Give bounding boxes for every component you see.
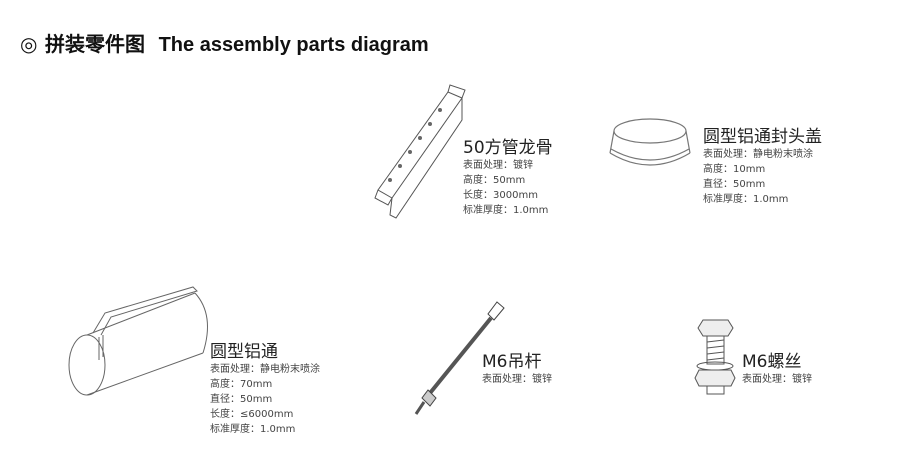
part-spec: 表面处理：镀锌 xyxy=(463,160,533,171)
part-name: M6螺丝 xyxy=(742,352,802,372)
part-square-tube-keel: 50方管龙骨 表面处理：镀锌 高度：50mm 长度：3000mm 标准厚度：1.… xyxy=(463,138,553,218)
part-spec: 表面处理：镀锌 xyxy=(742,374,812,385)
part-m6-bolt: M6螺丝 表面处理：镀锌 xyxy=(742,352,812,387)
part-spec: 长度：≤6000mm xyxy=(210,409,294,420)
part-name: 圆型铝通 xyxy=(210,342,278,362)
title-en: The assembly parts diagram xyxy=(158,34,429,56)
part-name: M6吊杆 xyxy=(482,352,542,372)
part-round-tube-end-cap: 圆型铝通封头盖 表面处理：静电粉末喷涂 高度：10mm 直径：50mm 标准厚度… xyxy=(703,127,822,207)
square-tube-keel-image xyxy=(374,84,466,219)
part-spec: 直径：50mm xyxy=(210,394,273,405)
part-m6-rod: M6吊杆 表面处理：镀锌 xyxy=(482,352,552,387)
part-spec: 直径：50mm xyxy=(703,179,766,190)
page-title: ◎ 拼装零件图 The assembly parts diagram xyxy=(20,28,429,57)
end-cap-image xyxy=(609,118,691,166)
part-spec: 高度：70mm xyxy=(210,379,273,390)
m6-bolt-image xyxy=(694,319,736,395)
title-cn: 拼装零件图 xyxy=(45,34,146,56)
part-spec: 表面处理：静电粉末喷涂 xyxy=(703,149,813,160)
part-round-aluminum-tube: 圆型铝通 表面处理：静电粉末喷涂 高度：70mm 直径：50mm 长度：≤600… xyxy=(210,342,320,437)
circle-mark-icon: ◎ xyxy=(20,34,38,56)
part-spec: 标准厚度：1.0mm xyxy=(210,424,296,435)
part-spec: 长度：3000mm xyxy=(463,190,538,201)
part-spec: 高度：10mm xyxy=(703,164,766,175)
part-spec: 高度：50mm xyxy=(463,175,526,186)
part-spec: 表面处理：镀锌 xyxy=(482,374,552,385)
part-name: 圆型铝通封头盖 xyxy=(703,127,822,147)
m6-rod-image xyxy=(414,301,505,415)
part-spec: 标准厚度：1.0mm xyxy=(703,194,789,205)
round-aluminum-tube-image xyxy=(68,286,208,396)
part-spec: 标准厚度：1.0mm xyxy=(463,205,549,216)
part-name: 50方管龙骨 xyxy=(463,138,553,158)
part-spec: 表面处理：静电粉末喷涂 xyxy=(210,364,320,375)
